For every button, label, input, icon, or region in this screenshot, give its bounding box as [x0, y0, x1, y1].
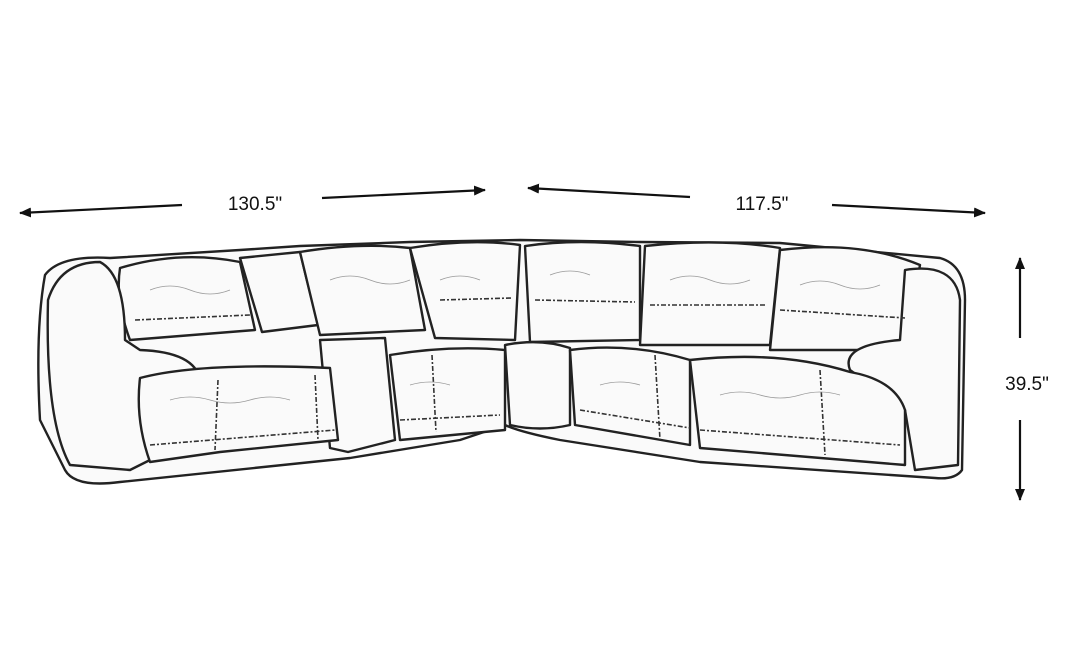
sofa-sketch	[37, 238, 967, 485]
arrow-left-icon	[19, 203, 183, 218]
arrow-right-icon	[831, 203, 986, 218]
width-right-label: 117.5"	[736, 194, 789, 215]
dimension-right-width: 117.5"	[527, 183, 986, 218]
height-label: 39.5"	[1005, 374, 1049, 395]
dimension-left-width: 130.5"	[19, 185, 486, 218]
arrow-left-icon	[527, 183, 691, 199]
width-left-label: 130.5"	[228, 194, 282, 215]
dimension-height: 39.5"	[1005, 257, 1049, 501]
arrow-right-icon	[321, 185, 486, 200]
